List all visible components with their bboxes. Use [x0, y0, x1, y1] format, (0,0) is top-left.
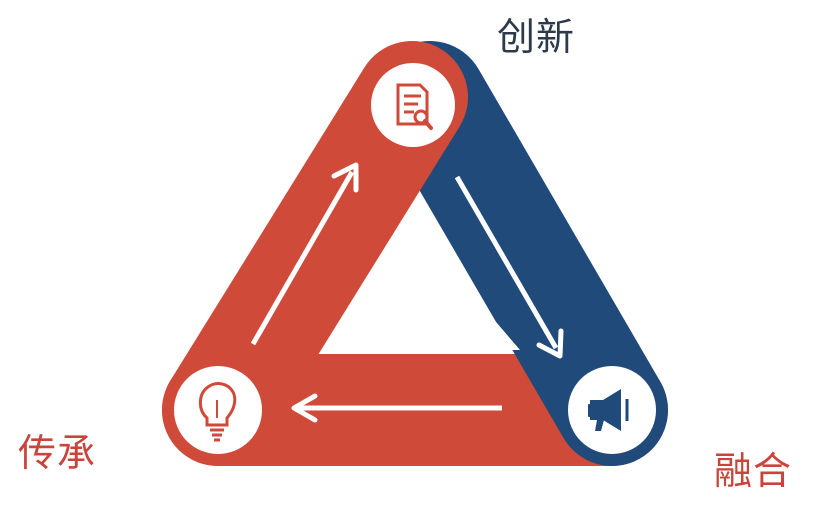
right-band — [374, 41, 668, 466]
label-inheritance: 传承 — [18, 431, 97, 475]
center-triangle — [327, 233, 520, 350]
arrow-right-down — [454, 175, 564, 359]
right-node — [568, 366, 656, 454]
arrow-left-up — [250, 162, 359, 346]
left-band — [162, 41, 468, 466]
document-search-icon — [396, 83, 433, 130]
megaphone-icon — [588, 389, 629, 431]
lightbulb-icon — [198, 382, 237, 442]
arrow-bottom-left — [291, 393, 502, 423]
label-integration: 融合 — [714, 449, 793, 493]
top-node — [371, 63, 455, 147]
label-innovation: 创新 — [497, 15, 576, 59]
left-node — [174, 366, 262, 454]
